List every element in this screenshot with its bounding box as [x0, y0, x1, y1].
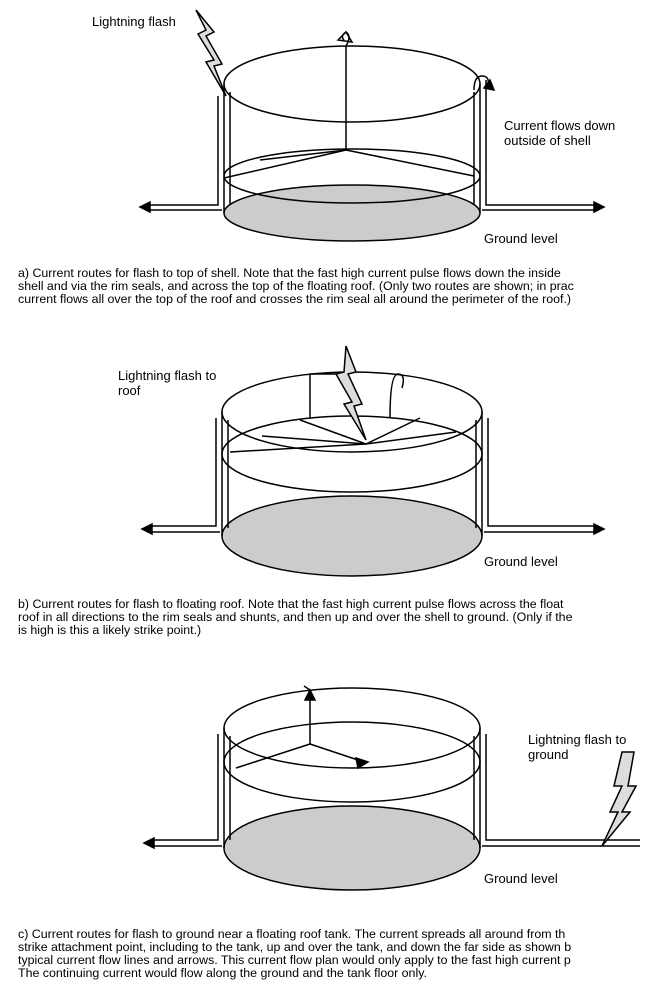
tank-diagram-c [142, 685, 640, 891]
current-path-left-a [150, 96, 219, 206]
ground-label-b: Ground level [484, 554, 558, 569]
lightning-bolt-a [195, 9, 227, 97]
tank-top-rim-c [223, 687, 481, 769]
caption-c-line: The continuing current would flow along … [18, 967, 427, 980]
caption-c-line: c) Current routes for flash to ground ne… [18, 928, 566, 941]
current-path-right-b [487, 418, 594, 527]
tank-floor-b [221, 495, 483, 577]
caption-c-line: typical current flow lines and arrows. T… [18, 954, 571, 967]
lightning-bolt-b [334, 345, 367, 441]
current-label-a-line2: outside of shell [504, 133, 591, 148]
tank-diagram-b [140, 345, 606, 577]
ground-label-c: Ground level [484, 871, 558, 886]
flash-label-a: Lightning flash [92, 14, 176, 29]
flash-label-c-line2: ground [528, 747, 569, 762]
caption-a-line: shell and via the rim seals, and across … [18, 280, 574, 293]
caption-c: c) Current routes for flash to ground ne… [18, 928, 664, 980]
caption-b-line: roof in all directions to the rim seals … [18, 611, 573, 624]
caption-a-line: current flows all over the top of the ro… [18, 293, 572, 306]
ground-label-a: Ground level [484, 231, 558, 246]
flash-label-c-line1: Lightning flash to [528, 732, 627, 747]
current-path-left-c [154, 734, 219, 841]
caption-b-line: b) Current routes for flash to floating … [18, 598, 564, 611]
caption-b-line: is high is this a likely strike point.) [18, 624, 202, 637]
current-label-a-line1: Current flows down [504, 118, 616, 133]
current-path-left-b [152, 418, 217, 527]
floating-roof-b [221, 415, 483, 493]
tank-floor-c [223, 805, 481, 891]
tank-floor-a [223, 184, 481, 242]
caption-b: b) Current routes for flash to floating … [18, 598, 664, 637]
floating-roof-c [223, 721, 481, 803]
caption-c-line: strike attachment point, including to th… [18, 941, 572, 954]
caption-a-line: a) Current routes for flash to top of sh… [18, 267, 561, 280]
tank-diagram-a [138, 9, 606, 242]
flash-label-b-line2: roof [118, 383, 141, 398]
flash-label-b-line1: Lightning flash to [118, 368, 217, 383]
current-path-right-a [485, 80, 594, 206]
lightning-bolt-c [601, 751, 638, 847]
tank-top-rim-a [223, 45, 481, 123]
caption-a: a) Current routes for flash to top of sh… [18, 267, 664, 306]
current-path-right-c [485, 734, 640, 841]
